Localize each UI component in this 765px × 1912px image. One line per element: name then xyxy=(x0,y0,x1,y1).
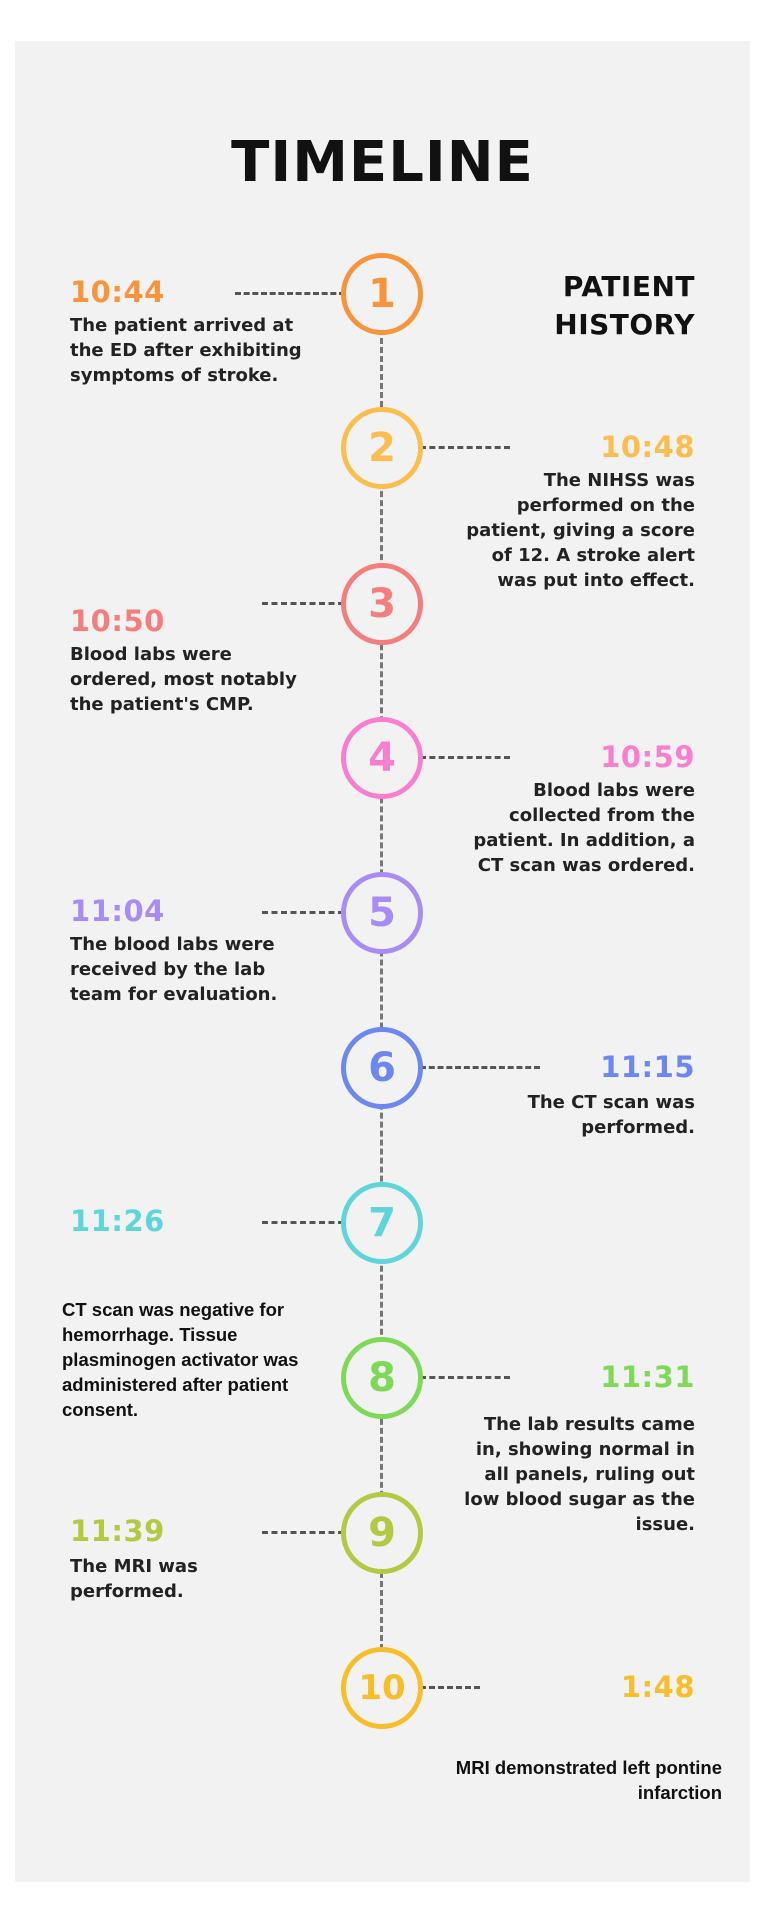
step-6-description: The CT scan was performed. xyxy=(527,1092,695,1138)
step-9-time: 11:39 xyxy=(70,1514,165,1548)
step-8-time: 11:31 xyxy=(600,1360,695,1394)
step-8-circle: 8 xyxy=(341,1337,423,1419)
connector-3 xyxy=(262,602,344,605)
step-1-circle: 1 xyxy=(341,253,423,335)
step-1-time: 10:44 xyxy=(70,275,165,309)
connector-4 xyxy=(420,756,510,759)
step-5-time: 11:04 xyxy=(70,894,165,928)
step-7-description: CT scan was negative for hemorrhage. Tis… xyxy=(62,1299,299,1420)
connector-8 xyxy=(420,1376,510,1379)
connector-1 xyxy=(235,292,345,295)
connector-7 xyxy=(262,1221,344,1224)
step-10-time: 1:48 xyxy=(620,1670,695,1704)
step-2-circle: 2 xyxy=(341,407,423,489)
step-3-description: Blood labs were ordered, most notably th… xyxy=(70,644,297,715)
step-4-time: 10:59 xyxy=(600,740,695,774)
section-heading: PATIENT HISTORY xyxy=(554,270,695,341)
step-2-description: The NIHSS was performed on the patient, … xyxy=(466,470,695,591)
connector-9 xyxy=(262,1531,344,1534)
step-10-description: MRI demonstrated left pontine infarction xyxy=(455,1757,722,1803)
connector-5 xyxy=(262,911,344,914)
step-7-circle: 7 xyxy=(341,1182,423,1264)
step-2-time: 10:48 xyxy=(600,430,695,464)
connector-10 xyxy=(420,1686,480,1689)
step-5-circle: 5 xyxy=(341,872,423,954)
connector-2 xyxy=(420,446,510,449)
step-4-description: Blood labs were collected from the patie… xyxy=(473,780,695,876)
page-title: TIMELINE xyxy=(231,130,534,195)
step-4-circle: 4 xyxy=(341,717,423,799)
step-1-description: The patient arrived at the ED after exhi… xyxy=(70,315,302,386)
step-8-description: The lab results came in, showing normal … xyxy=(464,1414,695,1535)
step-6-circle: 6 xyxy=(341,1027,423,1109)
step-10-circle: 10 xyxy=(341,1647,423,1729)
connector-6 xyxy=(420,1066,540,1069)
step-3-circle: 3 xyxy=(341,563,423,645)
step-3-time: 10:50 xyxy=(70,604,165,638)
timeline-spine xyxy=(380,320,383,1650)
step-9-description: The MRI was performed. xyxy=(70,1556,198,1602)
step-6-time: 11:15 xyxy=(600,1050,695,1084)
step-5-description: The blood labs were received by the lab … xyxy=(70,934,278,1005)
step-7-time: 11:26 xyxy=(70,1204,165,1238)
step-9-circle: 9 xyxy=(341,1492,423,1574)
